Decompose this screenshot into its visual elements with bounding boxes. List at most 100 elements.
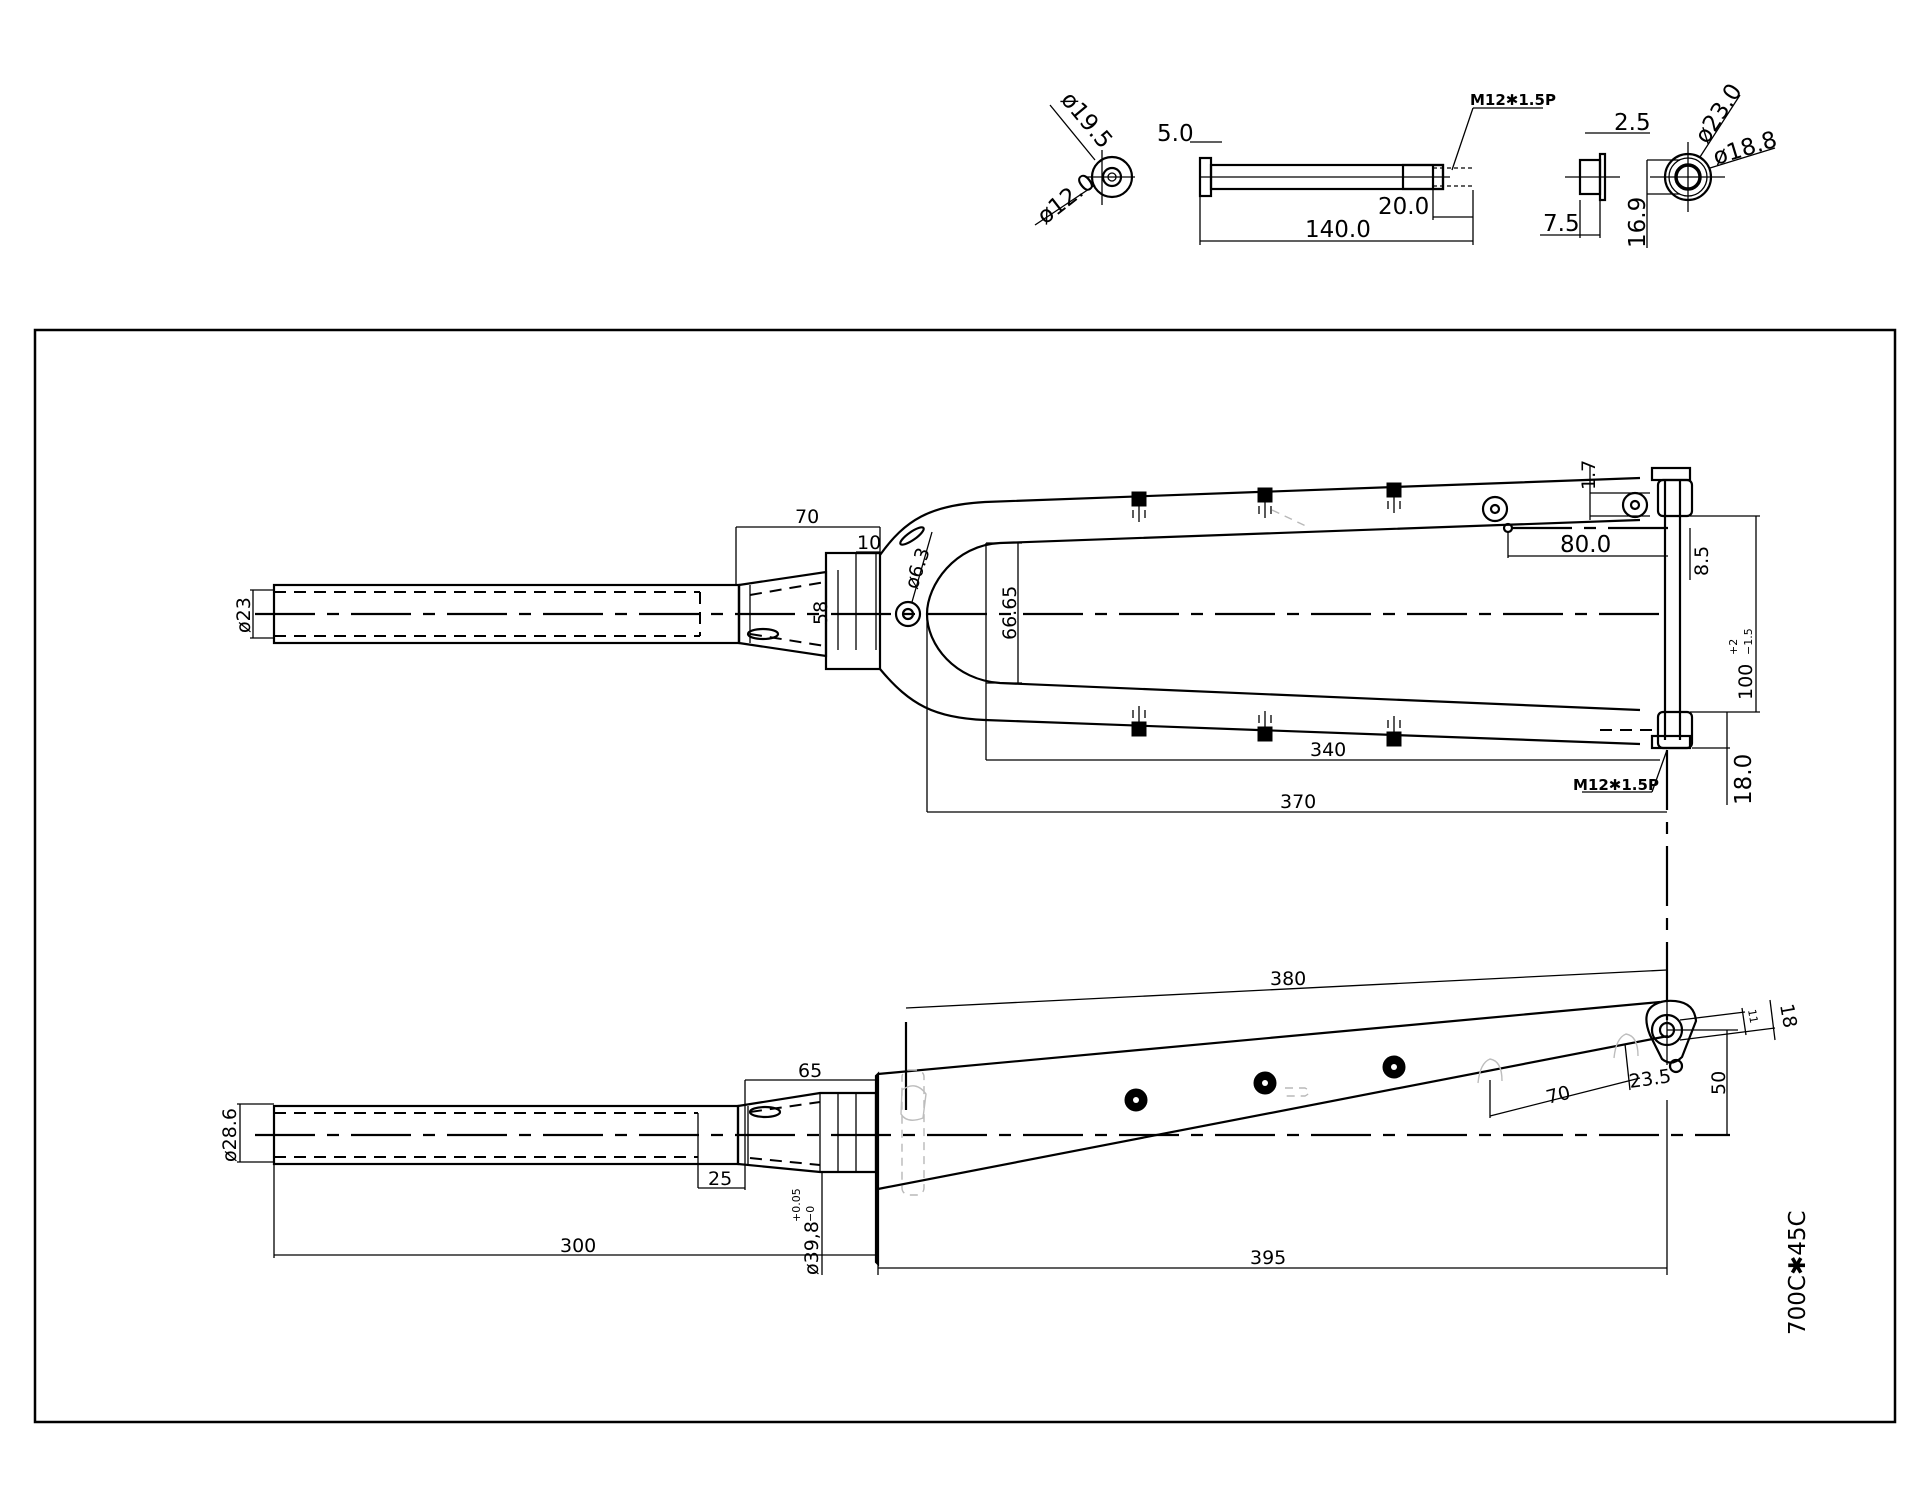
washer-leader-inner (1034, 184, 1096, 226)
washer-leader-outer (1049, 104, 1096, 161)
drawing-border (33, 328, 1897, 1424)
side-steerer-taper (736, 1091, 878, 1174)
side-dropout-outer-label: 18 (1775, 1002, 1801, 1030)
front-dropout-thickness-label: 18.0 (1731, 754, 1757, 805)
front-view: ø23 70 10 58 ø6.3 66.65 (233, 460, 1760, 1020)
side-race-dia-label: ø39,8 (801, 1221, 823, 1275)
axle-thread-spec-label: M12✱1.5P (1470, 91, 1556, 109)
side-disc-offset-ext (1624, 1043, 1631, 1091)
side-hidden-slot (1285, 1087, 1310, 1097)
nut-height-label: 16.9 (1625, 197, 1651, 248)
side-dropout-inner-label: 11 (1745, 1008, 1760, 1024)
side-eyelet-3 (1382, 1055, 1406, 1079)
nut-length-label: 7.5 (1543, 211, 1580, 237)
front-brake-hole-inner (901, 607, 915, 621)
washer-inner-dia-label: ø12.0 (1033, 169, 1100, 230)
front-crown-outer-top (879, 476, 1641, 556)
front-fork-inner-u (925, 518, 1641, 712)
front-offset-label: 1.7 (1578, 460, 1600, 490)
front-taper-inner-top (749, 581, 826, 596)
side-crown-face (874, 1071, 880, 1267)
front-crown-race (824, 551, 882, 671)
side-disc-offset-label: 23.5 (1628, 1065, 1673, 1093)
front-axle-head (1650, 466, 1692, 482)
axle-total-length-label: 140.0 (1305, 217, 1371, 243)
model-spec-note: 700C✱45C (1785, 1210, 1811, 1335)
side-blade-top (877, 1000, 1661, 1076)
front-hidden-line (1271, 509, 1311, 529)
side-blade-bottom (877, 1034, 1669, 1191)
side-disc-spacing-label: 70 (1544, 1082, 1573, 1109)
front-overall-length-label: 370 (1280, 791, 1316, 813)
thru-axle-part: 5.0 20.0 140.0 M12✱1.5P (1157, 91, 1556, 245)
side-eyelet-1 (1124, 1088, 1148, 1112)
front-disc-mount-2-hole (1629, 499, 1641, 511)
side-taper-inner-bottom (749, 1157, 821, 1166)
side-taper-length-label: 65 (798, 1060, 822, 1082)
side-race-tol-minus: −0 (804, 1206, 817, 1222)
side-crown-bump (900, 1085, 927, 1121)
side-race-tol-plus: +0.05 (790, 1188, 803, 1222)
side-steerer-dia-label: ø28.6 (219, 1108, 241, 1162)
side-taper-slot (748, 1105, 782, 1119)
front-depth-label: 8.5 (1691, 546, 1713, 576)
front-boss-bottom-2 (1257, 711, 1273, 742)
side-disc-spacing-dim (1489, 1077, 1641, 1117)
front-race-dia-label: 58 (810, 601, 832, 625)
front-race-width-label: 10 (857, 532, 881, 554)
side-dropout (1645, 999, 1698, 1064)
axle-head-thickness-label: 5.0 (1157, 121, 1194, 147)
side-offset-label: 50 (1708, 1071, 1730, 1095)
front-leg-length-label: 340 (1310, 739, 1346, 761)
side-dropout-inner-ext (1679, 1011, 1746, 1021)
side-taper-inner-top (749, 1101, 821, 1113)
axle-thread-length-label: 20.0 (1378, 194, 1429, 220)
front-disc-mount-1-hole (1489, 503, 1501, 515)
front-taper-inner-bottom (749, 633, 826, 647)
front-brake-hole-leader (911, 531, 933, 603)
nut-part: 2.5 7.5 16.9 ø23.0 ø18.8 (1540, 79, 1780, 248)
front-steerer-dia-label: ø23 (233, 597, 255, 633)
front-taper-length-label: 70 (795, 506, 819, 528)
side-view: ø28.6 65 25 300 ø39,8 +0.05 −0 380 (219, 968, 1801, 1275)
front-taper-slot (746, 627, 780, 641)
side-eyelet-2 (1253, 1071, 1277, 1095)
front-crown-slot (899, 526, 925, 546)
front-disc-mount-1 (1481, 495, 1509, 523)
side-blade-length-dim (905, 969, 1668, 1009)
front-inner-width-label: 66.65 (999, 586, 1021, 640)
front-boss-top-2 (1257, 487, 1273, 518)
front-boss-top-3 (1386, 482, 1402, 513)
side-axle-crown-label: 395 (1250, 1247, 1286, 1269)
front-hub-tol-plus: +2 (1727, 639, 1740, 655)
side-disc-mount-2 (1613, 1033, 1639, 1059)
front-axle-nut (1650, 734, 1692, 750)
nut-outer-leader (1699, 94, 1741, 158)
side-step-label: 25 (708, 1168, 732, 1190)
front-hub-spacing-label: 100 (1735, 664, 1757, 700)
washer-outer-dia-label: ø19.5 (1055, 87, 1117, 154)
front-dropout-top (1656, 478, 1694, 518)
side-crown-hidden (901, 1069, 925, 1196)
nut-inner-leader (1709, 147, 1776, 169)
side-dropout-inner-dim (1741, 1007, 1747, 1036)
side-dropout-outer-ext (1679, 1027, 1776, 1041)
front-disc-spacing-label: 80.0 (1560, 532, 1611, 558)
front-thru-axle-label: M12✱1.5P (1573, 776, 1659, 794)
nut-flange-label: 2.5 (1614, 110, 1651, 136)
front-boss-bottom-1 (1131, 706, 1147, 737)
axle-thread-leader (1451, 107, 1474, 171)
side-dropout-bolt (1668, 1058, 1684, 1074)
front-axle-leader (1651, 749, 1668, 793)
front-crown-outer-bottom (879, 668, 1641, 746)
washer-part: ø19.5 ø12.0 (1033, 87, 1135, 230)
front-brake-hole-label: ø6.3 (901, 545, 935, 592)
side-disc-mount-1 (1477, 1058, 1503, 1084)
side-steerer-length-label: 300 (560, 1235, 596, 1257)
front-boss-bottom-3 (1386, 716, 1402, 747)
front-dropout-bottom (1656, 710, 1694, 750)
front-disc-mount-2 (1621, 491, 1649, 519)
side-blade-length-label: 380 (1270, 968, 1306, 990)
front-hub-tol-minus: −1.5 (1742, 628, 1755, 655)
